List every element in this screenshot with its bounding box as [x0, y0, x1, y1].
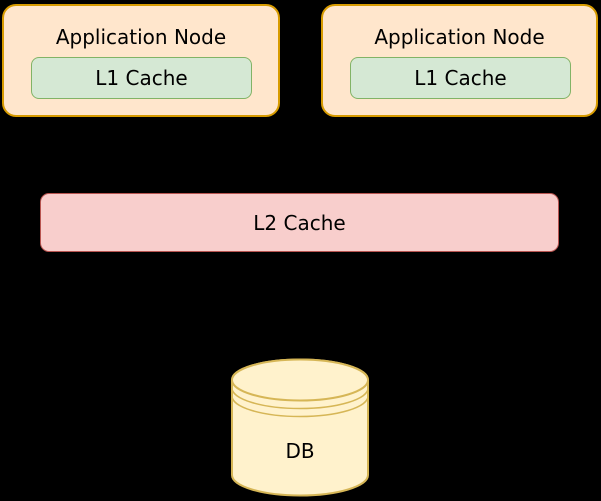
- db-node: DB: [231, 358, 369, 498]
- db-cylinder-icon: [231, 358, 369, 497]
- l2-cache-box: L2 Cache: [40, 193, 559, 252]
- l1-cache-box-2: L1 Cache: [350, 57, 571, 99]
- app-node-2: Application Node L1 Cache: [321, 4, 598, 117]
- app-node-1-title: Application Node: [55, 25, 227, 49]
- db-label: DB: [285, 439, 315, 463]
- app-node-1: Application Node L1 Cache: [2, 4, 280, 117]
- app-node-2-title: Application Node: [374, 25, 545, 49]
- l1-cache-box-1: L1 Cache: [31, 57, 252, 99]
